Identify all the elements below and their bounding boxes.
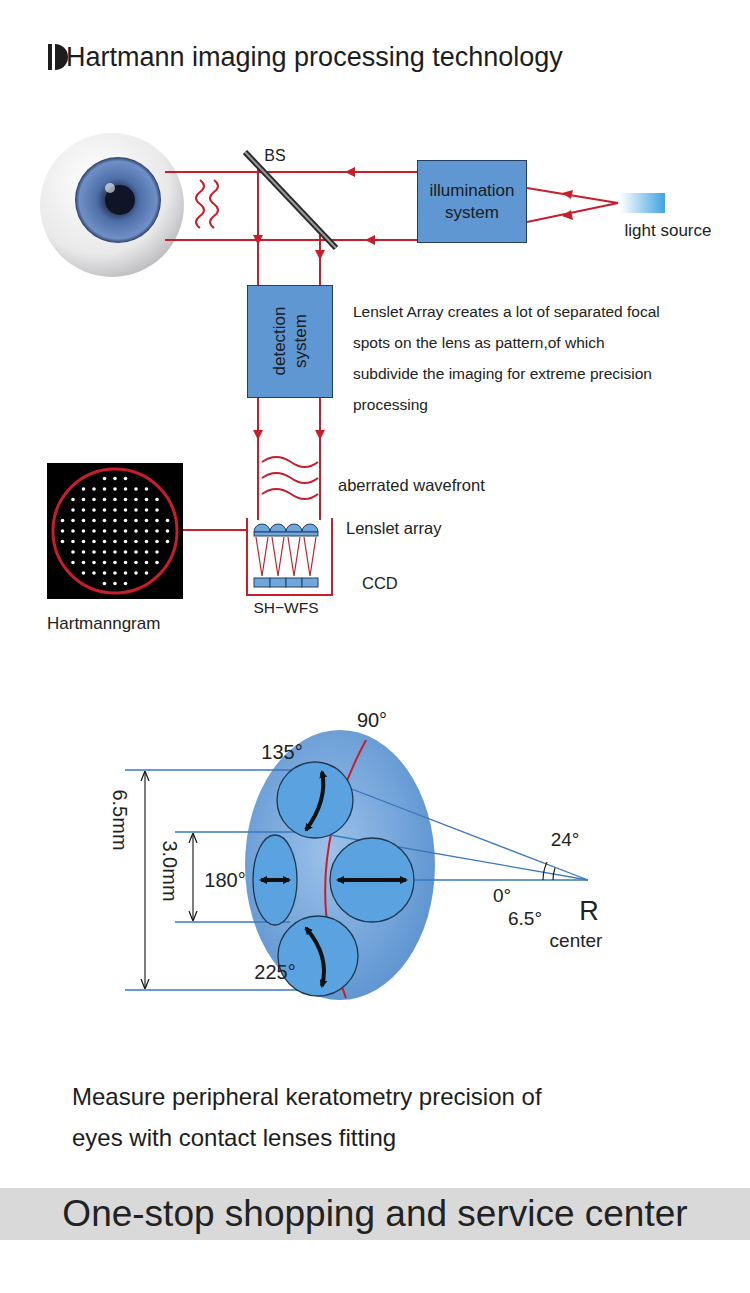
box-text: illumination system xyxy=(423,180,521,223)
part-name: light source xyxy=(625,221,712,241)
angle-label: 24° xyxy=(551,829,580,852)
part-name: Lenslet array xyxy=(346,519,441,539)
rotated-text-holder: detection system xyxy=(247,285,333,398)
dimension: 6.5mm xyxy=(108,789,132,850)
angle-label: 6.5° xyxy=(508,908,542,931)
dimension: 3.0mm xyxy=(158,840,182,901)
title: Hartmann imaging processing technology xyxy=(66,41,563,73)
box-text: detection system xyxy=(268,305,311,378)
part-name: Hartmanngram xyxy=(47,614,160,634)
angle-label: 135° xyxy=(261,740,302,764)
part-name: aberrated wavefront xyxy=(338,476,485,496)
caption: Measure peripheral keratometry precision… xyxy=(72,1076,577,1158)
process-box: detection system xyxy=(247,285,333,398)
note: Lenslet Array creates a lot of separated… xyxy=(353,296,665,420)
angle-label: 180° xyxy=(204,868,245,892)
angle-label: 90° xyxy=(357,708,387,732)
point-label: center xyxy=(550,930,603,953)
angle-label: 225° xyxy=(254,960,295,984)
part-name: SH−WFS xyxy=(253,599,318,618)
banner-text: One-stop shopping and service center xyxy=(62,1192,687,1236)
process-box: illumination system xyxy=(417,160,527,243)
point-label: R xyxy=(579,895,599,927)
part-name: CCD xyxy=(362,574,398,594)
angle-label: 0° xyxy=(493,885,511,908)
part-name: BS xyxy=(264,146,285,165)
